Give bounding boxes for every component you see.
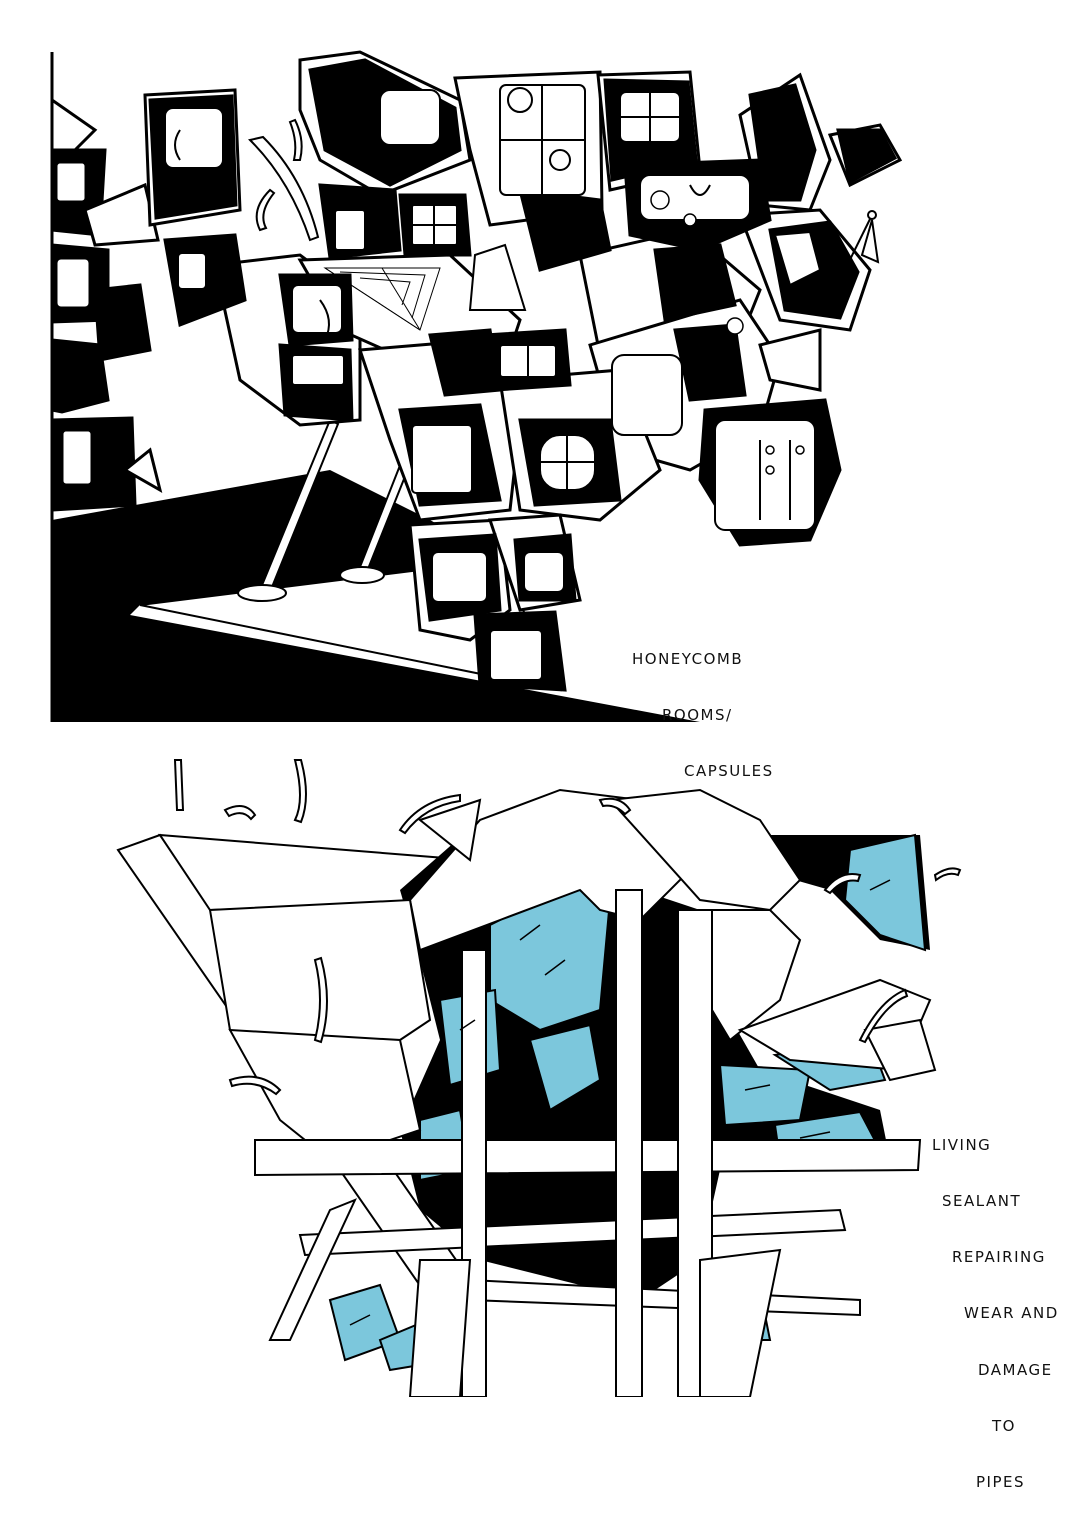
- sealant-caption-line: REPAIRING: [952, 1248, 1046, 1266]
- sealant-caption-line: SEALANT: [942, 1191, 1022, 1210]
- sealant-caption-line: DAMAGE: [978, 1360, 1053, 1379]
- honeycomb-caption-line: CAPSULES: [684, 762, 774, 780]
- honeycomb-caption: HONEYCOMB ROOMS/ CAPSULES: [632, 612, 774, 818]
- pipes-sealant-illustration: LIVING SEALANT REPAIRING WEAR AND DAMAGE…: [0, 740, 1080, 1491]
- honeycomb-drawing: [50, 50, 903, 722]
- sealant-caption-line: PIPES: [976, 1473, 1026, 1491]
- honeycomb-caption-line: ROOMS/: [662, 705, 733, 724]
- honeycomb-caption-line: HONEYCOMB: [632, 649, 744, 668]
- pipes-drawing: [116, 759, 962, 1397]
- sealant-caption-line: LIVING: [932, 1135, 992, 1154]
- sealant-caption: LIVING SEALANT REPAIRING WEAR AND DAMAGE…: [932, 1098, 1059, 1529]
- sealant-caption-line: WEAR AND: [964, 1304, 1059, 1323]
- honeycomb-illustration: HONEYCOMB ROOMS/ CAPSULES: [0, 0, 1080, 780]
- sealant-caption-line: TO: [992, 1416, 1016, 1435]
